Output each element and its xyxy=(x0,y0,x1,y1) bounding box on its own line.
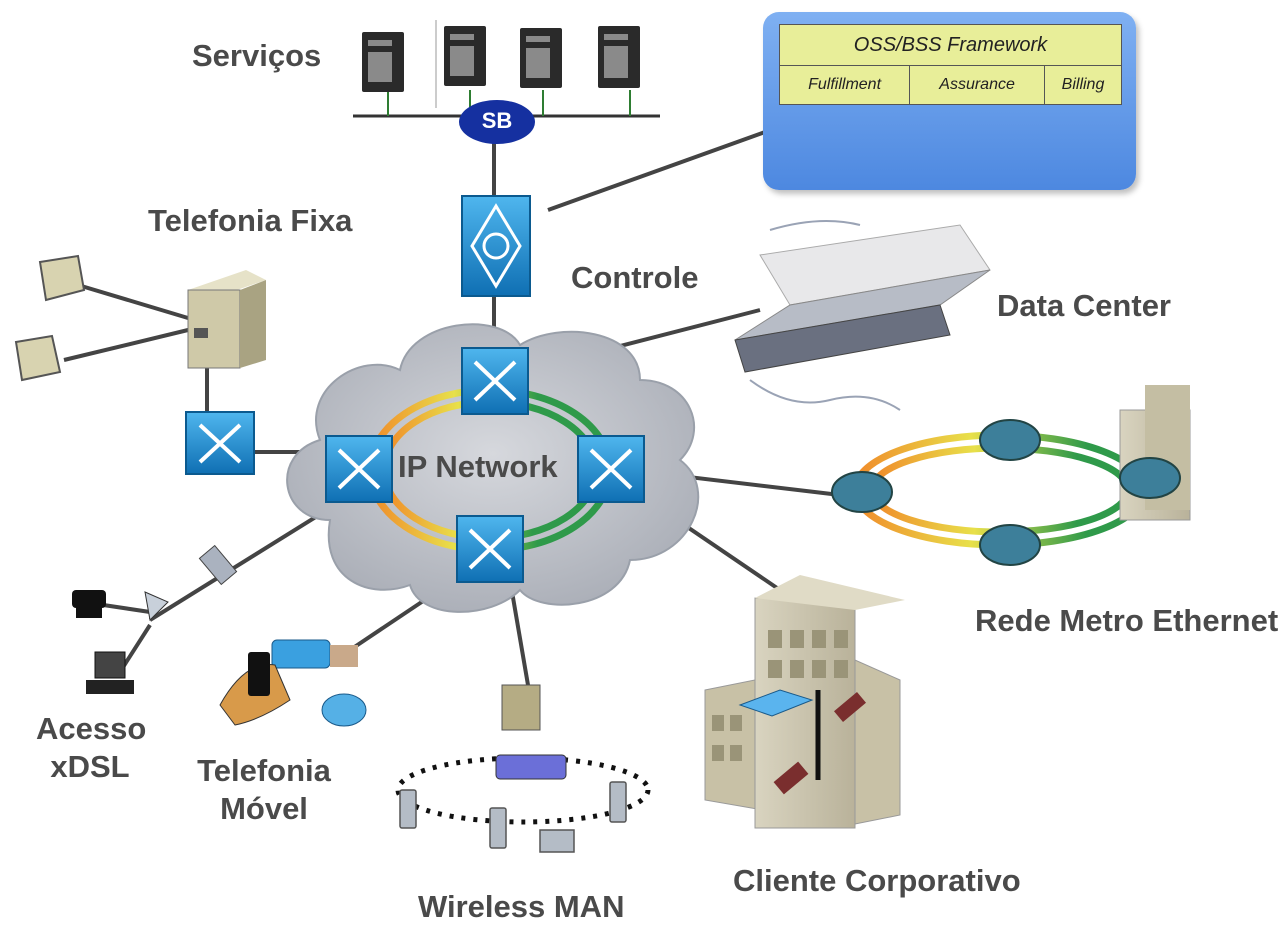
pbx-server-icon xyxy=(187,270,266,369)
ip-network-label: IP Network xyxy=(398,449,558,484)
router-icon xyxy=(831,419,1181,566)
data-center-board-icon xyxy=(734,220,991,411)
cliente-corporativo-label: Cliente Corporativo xyxy=(733,863,1021,898)
controle-label: Controle xyxy=(571,260,699,295)
ip-network-cloud xyxy=(286,323,700,613)
desk-phone-icon xyxy=(72,590,106,618)
base-station-icon xyxy=(271,639,367,727)
movel-line1: Telefonia xyxy=(197,753,331,788)
sb-label: SB xyxy=(481,108,513,133)
oss-bss-title: OSS/BSS Framework xyxy=(779,24,1122,66)
wireless-ring xyxy=(395,755,651,825)
oss-billing-cell: Billing xyxy=(1044,65,1122,105)
wireless-man-label: Wireless MAN xyxy=(418,889,625,924)
metro-building-icon xyxy=(1119,385,1191,521)
network-switch-icon xyxy=(325,347,645,583)
acesso-line1: Acesso xyxy=(36,711,147,746)
voice-switch-icon xyxy=(185,411,255,475)
mobile-hand-icon xyxy=(219,652,291,726)
server-icon xyxy=(362,26,640,92)
controle-switch-icon xyxy=(461,195,531,297)
acesso-line2: xDSL xyxy=(50,748,130,784)
oss-fulfillment-cell: Fulfillment xyxy=(778,65,911,105)
oss-assurance-cell: Assurance xyxy=(909,65,1046,105)
wireless-base-icon xyxy=(495,684,567,780)
dsl-modem-icon xyxy=(144,544,238,622)
computer-icon xyxy=(86,651,134,694)
data-center-label: Data Center xyxy=(997,288,1171,323)
telefonia-movel-label: Telefonia Móvel xyxy=(194,752,334,828)
oss-bss-table: OSS/BSS Framework Fulfillment Assurance … xyxy=(778,24,1122,105)
telephone-icon xyxy=(14,254,86,382)
movel-line2: Móvel xyxy=(220,790,308,826)
corporate-building-icon xyxy=(704,575,905,829)
rede-metro-label: Rede Metro Ethernet xyxy=(975,603,1279,638)
telefonia-fixa-label: Telefonia Fixa xyxy=(148,203,353,238)
servicos-label: Serviços xyxy=(192,38,322,73)
acesso-xdsl-label: Acesso xDSL xyxy=(36,710,147,786)
oss-bss-framework-panel: OSS/BSS Framework Fulfillment Assurance … xyxy=(763,12,1136,190)
mobile-device-icon xyxy=(399,781,627,853)
sb-bus-icon xyxy=(459,100,535,144)
